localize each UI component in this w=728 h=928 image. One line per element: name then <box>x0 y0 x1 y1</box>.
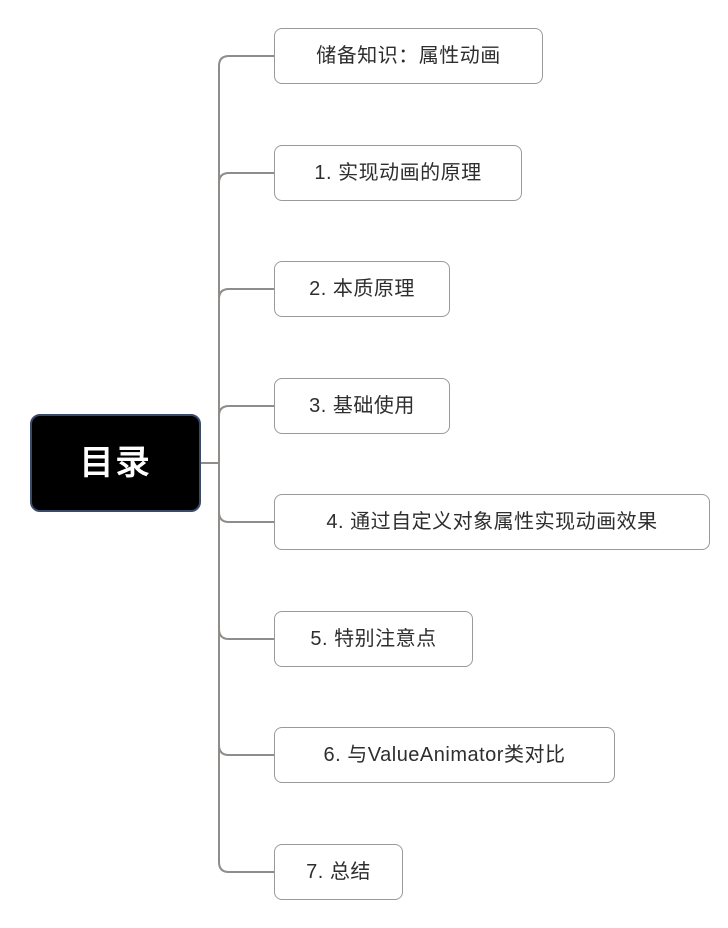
topic-label: 4. 通过自定义对象属性实现动画效果 <box>326 511 658 533</box>
connector-branch-5 <box>218 462 275 523</box>
connector-branch-8 <box>218 462 275 873</box>
connector-branch-7 <box>218 462 275 756</box>
root-topic-node[interactable]: 目录 <box>30 414 201 512</box>
topic-node-6[interactable]: 6. 与ValueAnimator类对比 <box>274 727 615 783</box>
topic-label: 储备知识：属性动画 <box>316 45 501 67</box>
topic-label: 3. 基础使用 <box>309 395 415 417</box>
topic-node-5[interactable]: 5. 特别注意点 <box>274 611 473 667</box>
topic-node-2[interactable]: 2. 本质原理 <box>274 261 450 317</box>
topic-node-3[interactable]: 3. 基础使用 <box>274 378 450 434</box>
topic-label: 2. 本质原理 <box>309 278 415 300</box>
topic-label: 6. 与ValueAnimator类对比 <box>323 744 566 766</box>
topic-label: 7. 总结 <box>306 861 371 883</box>
connector-branch-3 <box>218 288 275 464</box>
topic-label: 5. 特别注意点 <box>310 628 437 650</box>
connector-branch-4 <box>218 405 275 464</box>
topic-label: 1. 实现动画的原理 <box>314 162 482 184</box>
topic-node-4[interactable]: 4. 通过自定义对象属性实现动画效果 <box>274 494 710 550</box>
root-topic-label: 目录 <box>79 444 152 482</box>
connector-branch-2 <box>218 172 275 464</box>
topic-node-7[interactable]: 7. 总结 <box>274 844 403 900</box>
connector-branch-6 <box>218 462 275 640</box>
topic-node-0[interactable]: 储备知识：属性动画 <box>274 28 543 84</box>
topic-node-1[interactable]: 1. 实现动画的原理 <box>274 145 522 201</box>
connector-branch-1 <box>218 55 275 464</box>
